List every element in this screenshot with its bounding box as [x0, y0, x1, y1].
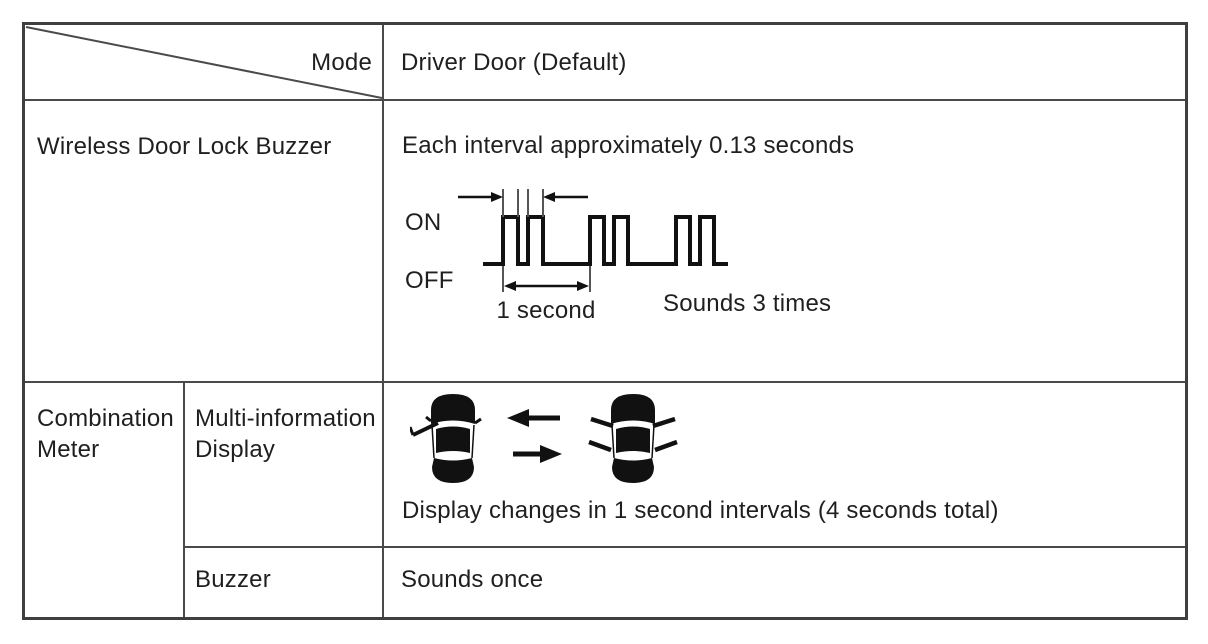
right-arrow-icon	[513, 445, 562, 463]
display-change-caption: Display changes in 1 second intervals (4…	[402, 497, 999, 524]
grid-line-row3-bottom	[184, 546, 1185, 548]
combination-meter-label: Combination Meter	[37, 405, 174, 463]
table-outer-border	[22, 22, 1188, 620]
grid-line-header-bottom	[25, 99, 1185, 101]
driver-door-open-line	[410, 421, 439, 437]
grid-line-main-column	[382, 25, 384, 617]
wireless-door-lock-buzzer-label: Wireless Door Lock Buzzer	[37, 133, 332, 160]
multi-information-display-label: Multi-information Display	[195, 405, 376, 463]
square-wave-trace	[483, 215, 728, 266]
interval-tick-marks	[502, 189, 544, 217]
waveform-off-label: OFF	[405, 267, 454, 294]
one-second-measure	[502, 266, 591, 292]
header-mode-value: Driver Door (Default)	[401, 49, 627, 76]
header-corner-label: Mode	[311, 49, 372, 76]
car-driver-door-open-icon	[410, 394, 482, 483]
all-doors-open-lines	[588, 416, 678, 453]
sounds-3-times-label: Sounds 3 times	[663, 290, 831, 317]
one-second-label: 1 second	[496, 297, 595, 324]
waveform-on-label: ON	[405, 209, 441, 236]
buzzer-label: Buzzer	[195, 566, 271, 593]
left-arrow-icon	[507, 409, 560, 427]
buzzer-value: Sounds once	[401, 566, 544, 593]
car-all-doors-open-icon	[588, 394, 678, 483]
buzzer-waveform-diagram: ON OFF 1 second Sounds 3 times	[405, 189, 831, 324]
interval-measure-arrows	[458, 192, 588, 202]
interval-note: Each interval approximately 0.13 seconds	[402, 132, 855, 159]
grid-line-sub-column	[183, 381, 185, 617]
header-diagonal-line	[25, 26, 383, 99]
grid-line-row2-bottom	[25, 381, 1185, 383]
door-indicator-diagram	[410, 394, 678, 483]
